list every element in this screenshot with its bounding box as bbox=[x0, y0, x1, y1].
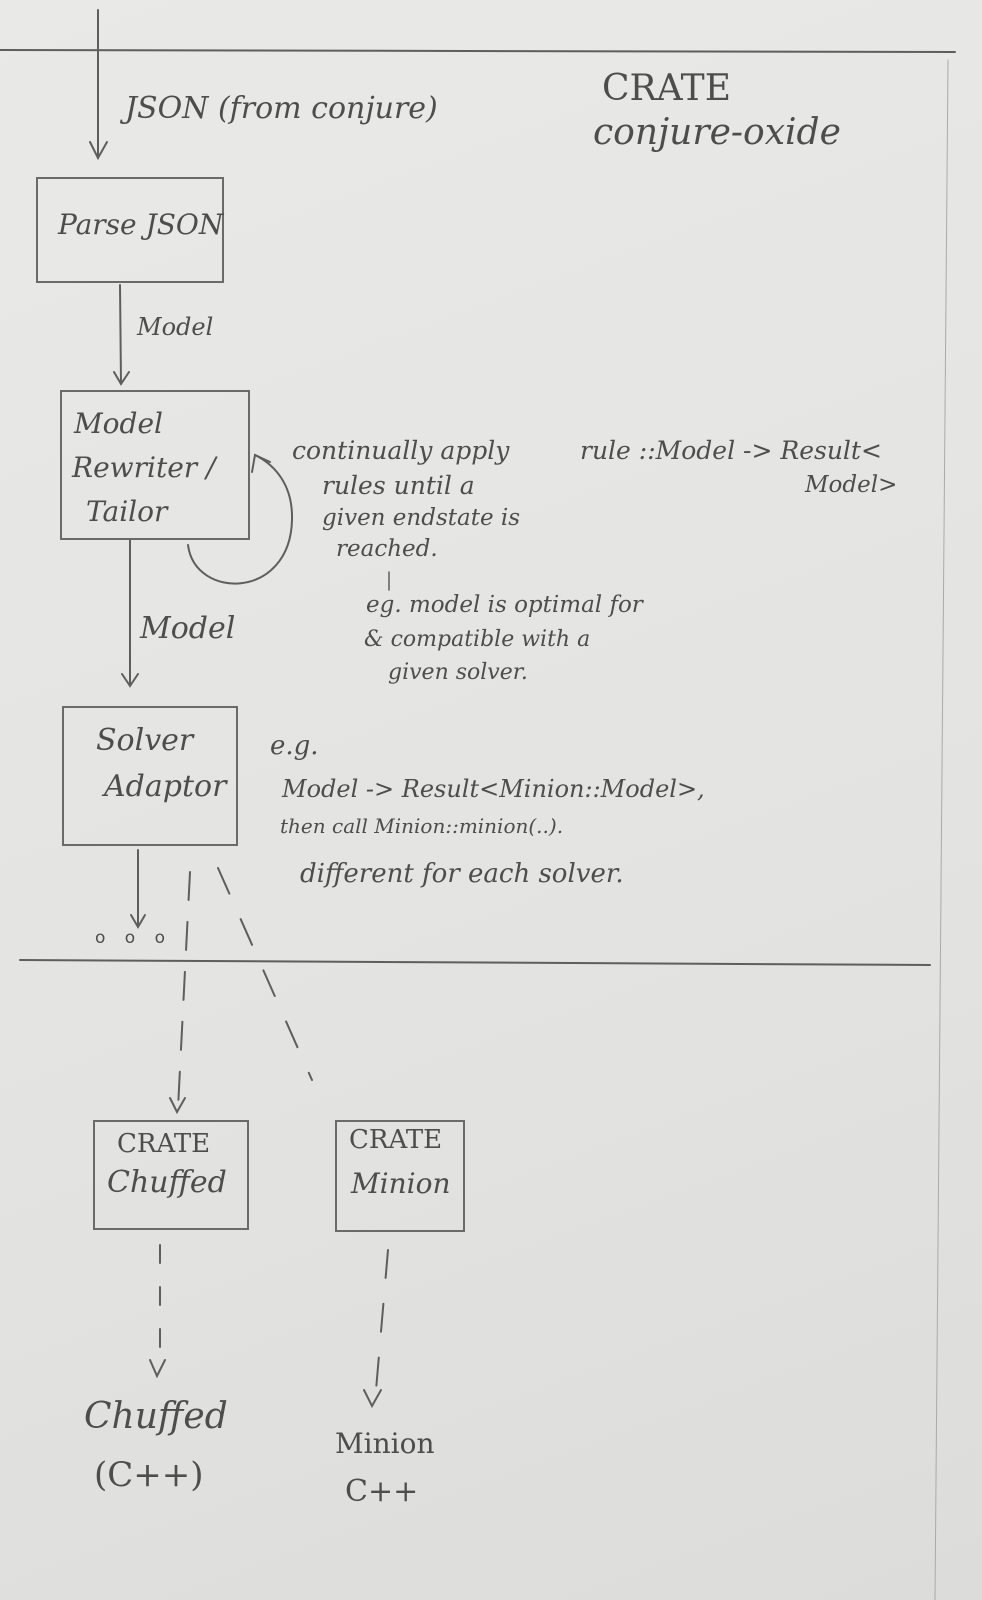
loop-note-4: reached. bbox=[336, 536, 438, 562]
arrow-rewriter-to-adaptor bbox=[121, 539, 139, 688]
more-solvers-dots: o o o bbox=[95, 928, 166, 948]
crate-chuffed-line-2: Chuffed bbox=[107, 1165, 227, 1200]
page-edge bbox=[934, 59, 949, 1600]
loop-note-1: continually apply bbox=[292, 436, 510, 465]
input-arrow bbox=[89, 9, 108, 161]
crate-minion-line-1: CRATE bbox=[349, 1125, 443, 1155]
parse-json-label: Parse JSON bbox=[58, 208, 224, 241]
rewriter-loop-arrow bbox=[187, 454, 294, 585]
crate-boundary-top bbox=[0, 49, 956, 53]
crate-chuffed-node: CRATE Chuffed bbox=[93, 1120, 249, 1230]
adaptor-note-4: different for each solver. bbox=[300, 859, 624, 889]
crate-minion-node: CRATE Minion bbox=[335, 1120, 465, 1232]
chuffed-lib-line-2: (C++) bbox=[94, 1455, 204, 1495]
minion-lib-line-2: C++ bbox=[345, 1474, 419, 1509]
endstate-note-2: & compatible with a bbox=[364, 627, 591, 652]
endstate-note-1: eg. model is optimal for bbox=[366, 592, 643, 618]
crate-title: CRATE bbox=[602, 68, 731, 109]
chuffed-lib-line-1: Chuffed bbox=[84, 1396, 228, 1437]
rewriter-line-1: Model bbox=[74, 407, 163, 440]
loop-note-3: given endstate is bbox=[322, 505, 521, 531]
crate-chuffed-line-1: CRATE bbox=[117, 1129, 211, 1159]
adaptor-note-2: Model -> Result<Minion::Model>, bbox=[282, 775, 705, 803]
input-label: JSON (from conjure) bbox=[125, 91, 438, 126]
solver-adaptor-node: Solver Adaptor bbox=[62, 706, 238, 846]
adaptor-line-2: Adaptor bbox=[104, 769, 227, 804]
arrow-adaptor-to-more bbox=[130, 849, 146, 929]
dashed-arrow-to-chuffed-crate bbox=[177, 871, 191, 1109]
model-rewriter-node: Model Rewriter / Tailor bbox=[60, 390, 250, 540]
parse-json-node: Parse JSON bbox=[36, 177, 224, 283]
edge-label-model-1: Model bbox=[137, 313, 214, 341]
dashed-arrow-to-minion-lib bbox=[375, 1249, 389, 1391]
rule-signature-2: Model> bbox=[805, 472, 898, 498]
loop-note-2: rules until a bbox=[322, 471, 475, 500]
crate-minion-line-2: Minion bbox=[351, 1167, 451, 1200]
adaptor-line-1: Solver bbox=[96, 723, 194, 758]
adaptor-note-1: e.g. bbox=[270, 731, 319, 761]
adaptor-note-3: then call Minion::minion(..). bbox=[280, 814, 564, 838]
dashed-arrow-to-minion-crate bbox=[217, 867, 313, 1081]
arrow-parse-to-rewriter bbox=[113, 284, 130, 386]
minion-lib-line-1: Minion bbox=[335, 1427, 435, 1460]
rewriter-line-3: Tailor bbox=[86, 495, 168, 528]
rule-signature-1: rule ::Model -> Result< bbox=[580, 436, 882, 465]
endstate-note-3: given solver. bbox=[388, 660, 528, 685]
loop-arrowhead bbox=[251, 453, 271, 473]
crate-boundary-bottom bbox=[19, 959, 931, 966]
rewriter-line-2: Rewriter / bbox=[72, 451, 216, 484]
crate-name: conjure-oxide bbox=[593, 112, 841, 153]
edge-label-model-2: Model bbox=[140, 611, 236, 646]
